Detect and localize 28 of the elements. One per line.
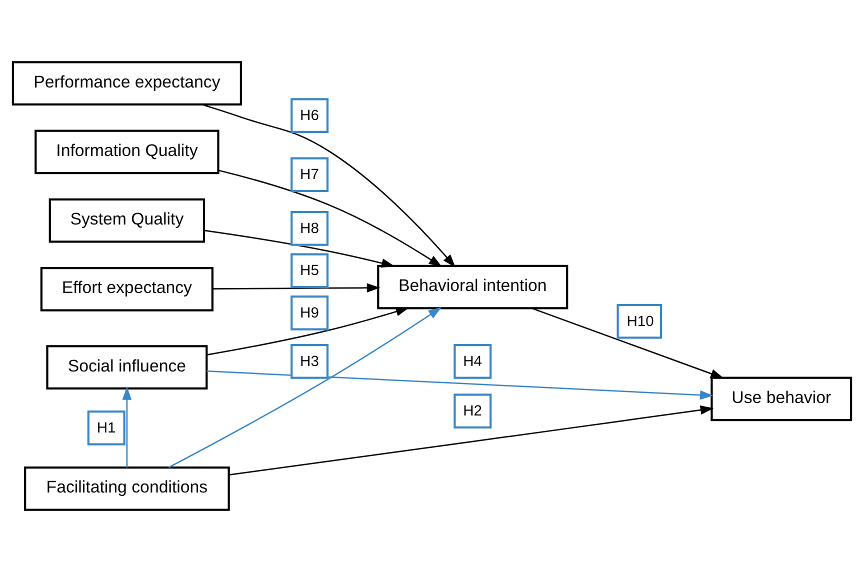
arrow <box>229 404 714 476</box>
node-box: System Quality <box>48 198 206 242</box>
edge-label: H10 <box>626 313 654 330</box>
node-box: Effort expectancy <box>40 266 214 311</box>
node-box: Behavioral intention <box>377 264 568 309</box>
edge-label: H4 <box>463 353 482 370</box>
edge-label: H7 <box>300 166 319 183</box>
node-box: Performance expectancy <box>12 60 242 105</box>
arrow <box>206 370 714 400</box>
edge-label: H5 <box>300 262 319 279</box>
arrow <box>532 307 724 378</box>
edge-label: H9 <box>300 304 319 321</box>
arrow <box>168 306 442 468</box>
edge-label: H6 <box>300 107 319 124</box>
node-box: Social influence <box>46 344 208 389</box>
edge-label: H1 <box>96 420 116 436</box>
edge-label: H8 <box>300 220 319 236</box>
node-box: Facilitating conditions <box>24 466 230 510</box>
arrow <box>202 103 456 267</box>
arrow <box>204 229 395 268</box>
node-box: Use behavior <box>710 376 852 421</box>
arrow <box>206 306 410 355</box>
arrow <box>212 282 380 292</box>
edge-label: H2 <box>463 403 482 420</box>
arrow <box>218 169 442 266</box>
edge-label: H3 <box>300 353 319 370</box>
node-box: Information Quality <box>34 129 220 174</box>
arrow <box>122 386 132 468</box>
